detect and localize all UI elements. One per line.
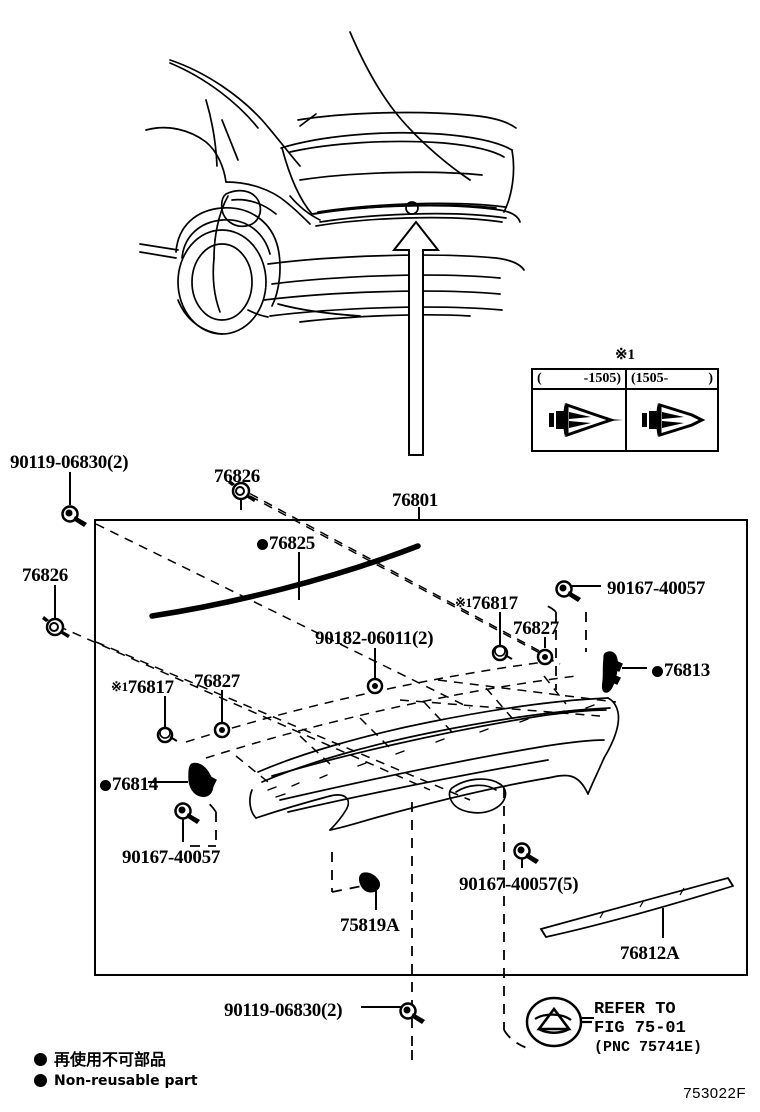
refer-line-1: REFER TO [594, 1000, 676, 1019]
variant-clip-early [533, 390, 625, 450]
callout-9016740057: 90167-40057 [122, 848, 220, 867]
variant-range-late-close: ) [708, 371, 713, 386]
variant-cell-late: (1505- ) [625, 370, 717, 450]
variant-range-late: (1505- ) [627, 370, 717, 390]
variant-range-early-text: -1505) [583, 371, 621, 386]
main-assembly-frame [94, 519, 748, 976]
callout-part-number: 75819A [340, 915, 400, 936]
callout-part-number: 76814 [112, 774, 159, 795]
callout-76801: 76801 [392, 491, 438, 510]
callout-part-number: 76826 [214, 466, 261, 487]
callout-part-number: 90167-40057 [607, 578, 706, 599]
legend-english-text: Non-reusable part [54, 1072, 198, 1089]
variant-inset-title: ※1 [614, 347, 636, 363]
variant-cell-early: ( -1505) [533, 370, 625, 450]
callout-part-number: 76825 [269, 533, 316, 554]
figure-code: 753022F [683, 1085, 746, 1102]
callout-75819A: 75819A [340, 915, 400, 936]
callout-76826: 76826 [214, 467, 260, 486]
fastener-76826-left [40, 614, 72, 640]
callout-part-number: 76817 [471, 593, 518, 614]
pointer-arrow [391, 220, 441, 456]
callout-76813: 76813 [652, 661, 710, 680]
callout-part-number: 90167-40057 [122, 847, 221, 868]
callout-76817: ※176817 [455, 594, 518, 613]
legend-row-english: Non-reusable part [34, 1070, 198, 1091]
callout-part-number: 76827 [513, 618, 560, 639]
refer-line-3: (PNC 75741E) [594, 1039, 703, 1056]
variant-range-early: ( -1505) [533, 370, 625, 390]
callout-90119068302: 90119-06830(2) [224, 1000, 343, 1021]
callout-76826: 76826 [22, 566, 68, 585]
callout-part-number: 76813 [664, 660, 711, 681]
callout-76825: 76825 [257, 534, 315, 553]
callout-76827: 76827 [194, 672, 240, 691]
legend-dot-icon [34, 1053, 47, 1066]
legend-dot-icon [34, 1074, 47, 1087]
fastener-90119-06830-bottom [399, 1002, 427, 1026]
callout-90119068302: 90119-06830(2) [10, 452, 129, 473]
clip-icon-late [640, 401, 704, 439]
callout-76814: 76814 [100, 775, 158, 794]
fastener-90119-06830-top [61, 505, 89, 529]
callout-part-number: 76801 [392, 490, 439, 511]
non-reusable-dot-icon [257, 539, 268, 550]
callout-part-number: 90167-40057(5) [459, 874, 579, 895]
callout-76827: 76827 [513, 619, 559, 638]
callout-part-number: 90119-06830(2) [224, 1000, 343, 1021]
non-reusable-dot-icon [652, 666, 663, 677]
refer-to-block: REFER TO FIG 75-01 (PNC 75741E) [594, 1000, 702, 1057]
callout-note-marker: ※1 [455, 595, 472, 610]
callout-part-number: 76817 [127, 677, 174, 698]
variant-range-early-open: ( [537, 371, 542, 386]
callout-part-number: 76826 [22, 565, 69, 586]
legend-row-japanese: 再使用不可部品 [34, 1049, 198, 1070]
callout-note-marker: ※1 [111, 679, 128, 694]
legend: 再使用不可部品 Non-reusable part [34, 1049, 198, 1091]
callout-90182060112: 90182-06011(2) [315, 628, 434, 649]
variant-clip-late [627, 390, 717, 450]
clip-icon-early [547, 401, 625, 439]
callout-part-number: 76812A [620, 943, 680, 964]
refer-line-2: FIG 75-01 [594, 1019, 686, 1038]
callout-9016740057: 90167-40057 [607, 579, 705, 598]
callout-90167400575: 90167-40057(5) [459, 874, 579, 895]
callout-part-number: 90182-06011(2) [315, 628, 434, 649]
non-reusable-dot-icon [100, 780, 111, 791]
variant-range-late-open: (1505- [631, 371, 669, 386]
callout-part-number: 76827 [194, 671, 241, 692]
legend-japanese-text: 再使用不可部品 [54, 1049, 167, 1069]
callout-76812A: 76812A [620, 943, 680, 964]
vehicle-illustration [139, 31, 525, 335]
lexus-emblem-icon [525, 996, 583, 1048]
callout-76817: ※176817 [111, 678, 174, 697]
callout-part-number: 90119-06830(2) [10, 452, 129, 473]
variant-inset-table: ( -1505) (1505- ) [531, 368, 719, 452]
